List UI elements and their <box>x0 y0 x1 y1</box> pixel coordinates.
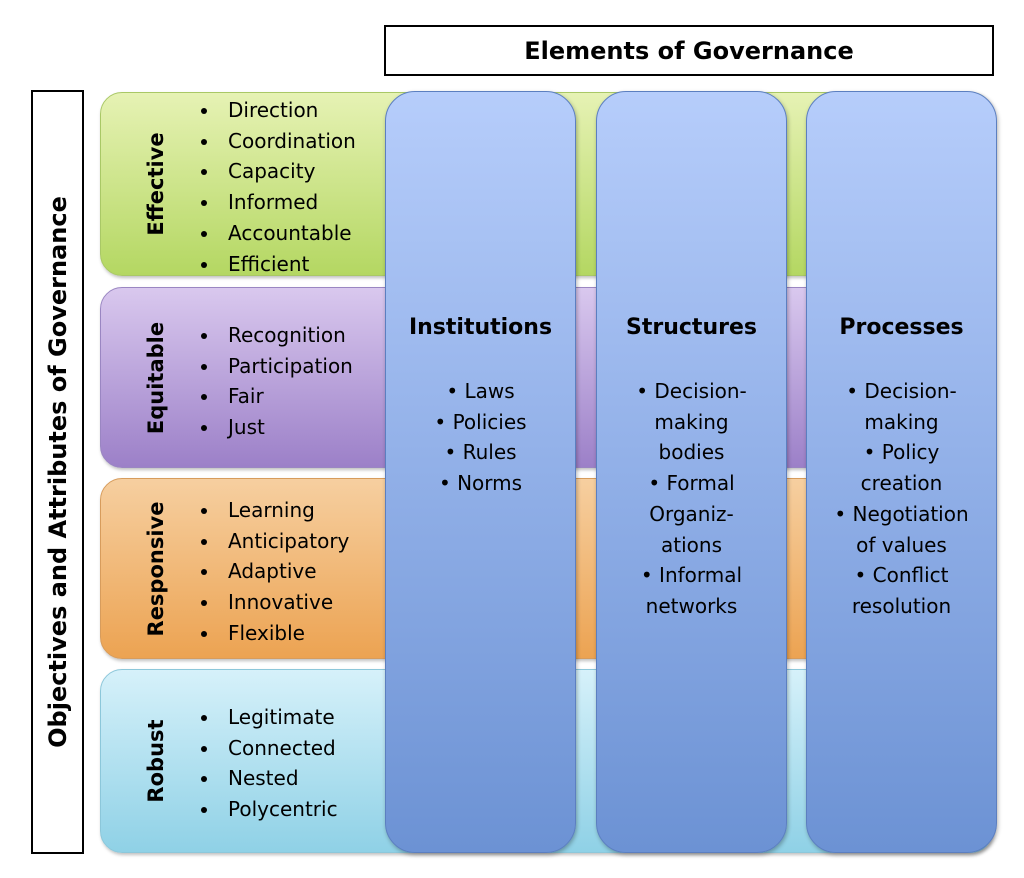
list-item: Efficient <box>199 249 356 280</box>
list-item: • Informal <box>640 563 743 588</box>
equitable-list: Recognition Participation Fair Just <box>199 320 353 443</box>
list-item: Recognition <box>199 320 353 351</box>
list-item: Anticipatory <box>199 526 349 557</box>
list-item: • Negotiation <box>834 501 969 526</box>
list-item: of values <box>856 532 947 557</box>
institutions-list: • Laws • Policies • Rules • Norms <box>386 376 575 499</box>
effective-list: Direction Coordination Capacity Informed… <box>199 95 356 279</box>
column-title-structures: Structures <box>626 315 757 340</box>
list-item: Direction <box>199 95 356 126</box>
row-label-effective: Effective <box>144 132 168 236</box>
list-item: resolution <box>851 593 952 618</box>
list-item: • Norms <box>438 471 523 496</box>
list-item: Connected <box>199 733 338 764</box>
column-title-processes: Processes <box>839 315 964 340</box>
list-item: Adaptive <box>199 556 349 587</box>
row-label-robust: Robust <box>144 719 168 803</box>
list-item: bodies <box>658 440 725 465</box>
list-item: Participation <box>199 351 353 382</box>
list-item: Flexible <box>199 618 349 649</box>
structures-list: • Decision- making bodies • Formal Organ… <box>597 376 786 622</box>
list-item: Innovative <box>199 587 349 618</box>
elements-title-text: Elements of Governance <box>524 36 854 65</box>
objectives-title-box: Objectives and Attributes of Governance <box>31 90 84 854</box>
list-item: ations <box>661 532 722 557</box>
list-item: Learning <box>199 495 349 526</box>
column-processes: Processes • Decision- making • Policy cr… <box>806 91 997 853</box>
list-item: • Formal <box>648 471 735 496</box>
list-item: Organiz- <box>649 501 734 526</box>
column-institutions: Institutions • Laws • Policies • Rules •… <box>385 91 576 853</box>
list-item: • Policies <box>434 409 527 434</box>
row-label-responsive: Responsive <box>144 501 168 636</box>
column-title-institutions: Institutions <box>408 315 553 340</box>
list-item: • Laws <box>446 379 515 403</box>
list-item: creation <box>860 471 943 496</box>
list-item: Accountable <box>199 218 356 249</box>
robust-list: Legitimate Connected Nested Polycentric <box>199 702 338 825</box>
list-item: Informed <box>199 187 356 218</box>
list-item: networks <box>645 593 738 618</box>
list-item: making <box>654 409 729 434</box>
list-item: • Decision- <box>636 379 747 403</box>
list-item: • Policy <box>863 440 940 465</box>
row-label-equitable: Equitable <box>144 321 168 434</box>
list-item: Polycentric <box>199 794 338 825</box>
list-item: • Rules <box>444 440 517 465</box>
processes-list: • Decision- making • Policy creation • N… <box>807 376 996 622</box>
objectives-title-text: Objectives and Attributes of Governance <box>43 196 72 748</box>
list-item: • Conflict <box>854 563 949 588</box>
list-item: Capacity <box>199 156 356 187</box>
list-item: Nested <box>199 763 338 794</box>
list-item: making <box>864 409 939 434</box>
list-item: Coordination <box>199 126 356 157</box>
list-item: Fair <box>199 381 353 412</box>
responsive-list: Learning Anticipatory Adaptive Innovativ… <box>199 495 349 649</box>
column-structures: Structures • Decision- making bodies • F… <box>596 91 787 853</box>
list-item: • Decision- <box>846 379 957 403</box>
list-item: Just <box>199 412 353 443</box>
list-item: Legitimate <box>199 702 338 733</box>
elements-of-governance-title-box: Elements of Governance <box>384 25 994 76</box>
